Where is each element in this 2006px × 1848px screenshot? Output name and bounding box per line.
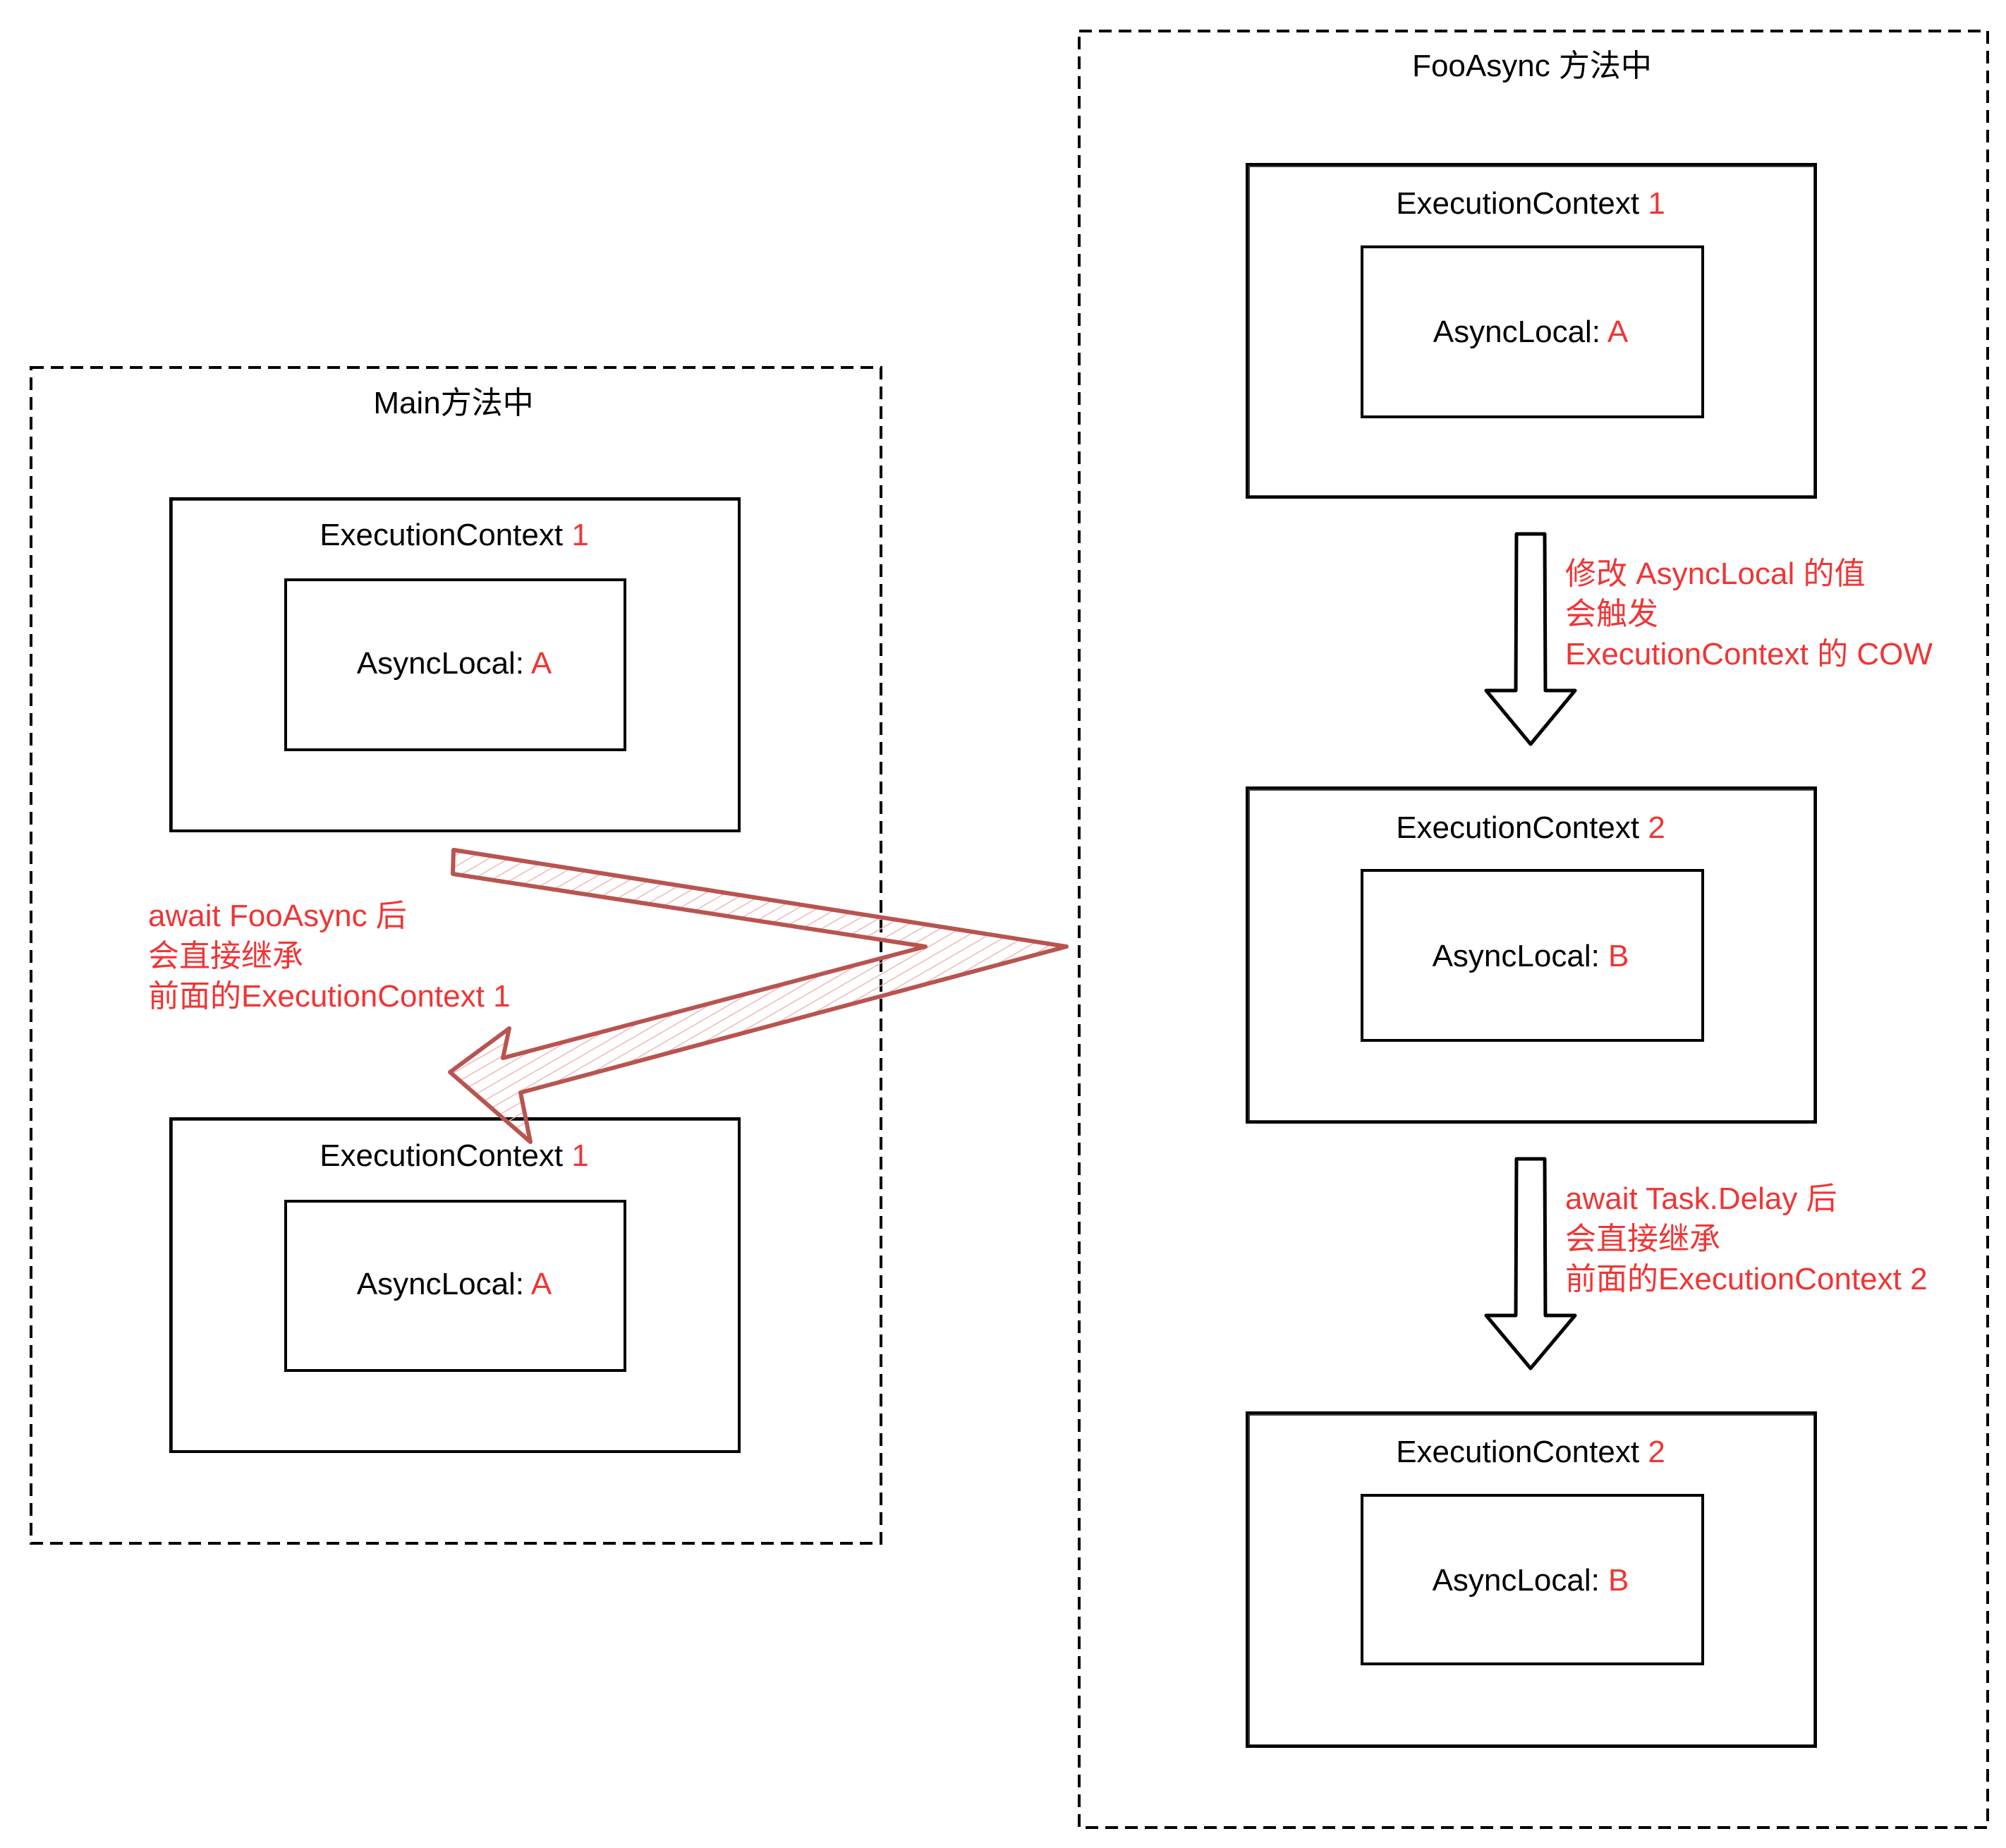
main-async-local-box-1 — [284, 578, 626, 751]
foo-async-local-box-2 — [1361, 869, 1704, 1042]
foo-context-2-title: ExecutionContext 2 — [1396, 813, 1665, 844]
foo-context-3-title: ExecutionContext 2 — [1396, 1437, 1665, 1468]
async-local-value: A — [530, 646, 552, 681]
async-local-value: B — [1608, 939, 1629, 973]
await-task-delay-note: await Task.Delay 后 会直接继承 前面的ExecutionCon… — [1565, 1179, 1928, 1299]
note-line: ExecutionContext 的 COW — [1565, 637, 1933, 671]
await-fooasync-note: await FooAsync 后 会直接继承 前面的ExecutionConte… — [148, 896, 511, 1016]
cow-down-arrow — [1484, 532, 1577, 746]
note-line: await FooAsync 后 — [148, 899, 407, 933]
async-local-value: A — [1607, 315, 1629, 349]
note-line: 修改 AsyncLocal 的值 — [1565, 557, 1866, 591]
main-group-title: Main方法中 — [373, 386, 534, 420]
main-async-local-2: AsyncLocal: A — [357, 1269, 552, 1300]
context-id: 1 — [1648, 186, 1665, 221]
async-local-value: B — [1608, 1563, 1629, 1598]
async-local-value: A — [530, 1267, 552, 1301]
main-execution-context-2 — [169, 1117, 741, 1453]
fooasync-method-group — [1078, 30, 1989, 1829]
note-line: 会触发 — [1565, 597, 1658, 631]
foo-execution-context-3 — [1246, 1411, 1817, 1748]
cow-note: 修改 AsyncLocal 的值 会触发 ExecutionContext 的 … — [1565, 554, 1933, 674]
foo-execution-context-1 — [1246, 163, 1817, 499]
async-local-label: AsyncLocal: — [1432, 1563, 1600, 1598]
async-local-label: AsyncLocal: — [356, 1267, 525, 1301]
note-line: await Task.Delay 后 — [1565, 1181, 1837, 1216]
foo-async-local-1: AsyncLocal: A — [1433, 317, 1628, 348]
context-id: 2 — [1648, 810, 1665, 845]
context-id: 1 — [571, 1138, 589, 1173]
delay-down-arrow — [1484, 1157, 1577, 1370]
await-return-arrow — [448, 848, 1069, 1144]
async-local-label: AsyncLocal: — [356, 646, 525, 681]
context-id: 2 — [1648, 1435, 1665, 1469]
foo-execution-context-2 — [1246, 786, 1817, 1124]
note-line: 前面的ExecutionContext 2 — [1565, 1262, 1928, 1296]
foo-async-local-box-1 — [1361, 245, 1704, 418]
context-label: ExecutionContext — [1396, 810, 1640, 845]
foo-context-1-title: ExecutionContext 1 — [1396, 188, 1665, 219]
note-line: 前面的ExecutionContext 1 — [148, 979, 511, 1014]
context-label: ExecutionContext — [320, 518, 564, 552]
foo-async-local-box-3 — [1361, 1494, 1704, 1665]
foo-group-title: FooAsync 方法中 — [1412, 49, 1652, 83]
foo-async-local-3: AsyncLocal: B — [1433, 1565, 1629, 1596]
context-label: ExecutionContext — [320, 1138, 564, 1173]
async-local-label: AsyncLocal: — [1432, 939, 1600, 973]
main-context-2-title: ExecutionContext 1 — [320, 1141, 589, 1172]
main-async-local-box-2 — [284, 1200, 626, 1372]
main-execution-context-1 — [169, 497, 741, 832]
main-async-local-1: AsyncLocal: A — [357, 648, 552, 679]
main-context-1-title: ExecutionContext 1 — [320, 520, 589, 551]
async-local-label: AsyncLocal: — [1433, 315, 1601, 349]
foo-async-local-2: AsyncLocal: B — [1433, 941, 1629, 972]
context-label: ExecutionContext — [1396, 186, 1640, 221]
context-label: ExecutionContext — [1396, 1435, 1640, 1469]
note-line: 会直接继承 — [1565, 1222, 1720, 1256]
main-method-group — [30, 366, 882, 1545]
note-line: 会直接继承 — [148, 939, 303, 973]
context-id: 1 — [571, 518, 589, 552]
